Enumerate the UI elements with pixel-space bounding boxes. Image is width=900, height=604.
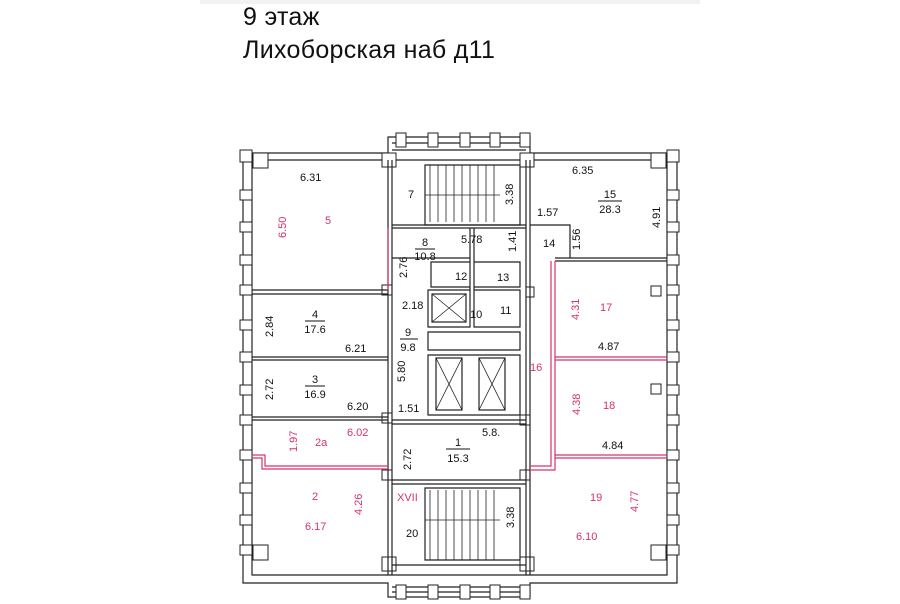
room-9-area: 9.8 xyxy=(400,342,415,354)
room-3-number: 3 xyxy=(312,374,318,386)
room-5-height: 6.50 xyxy=(277,217,289,238)
room-20-number: 20 xyxy=(406,528,418,540)
room-1-width: 5.8. xyxy=(482,427,500,439)
floor-title: 9 этаж xyxy=(243,3,320,31)
room-18-width: 4.84 xyxy=(602,440,623,452)
section-label: XVII xyxy=(397,492,418,504)
stairs xyxy=(425,165,500,560)
room-9-height: 5.80 xyxy=(396,361,408,382)
room-1-area: 15.3 xyxy=(447,453,468,465)
room-12-number: 12 xyxy=(455,271,467,283)
room-8-area: 10.8 xyxy=(414,251,435,263)
address-title: Лихоборская наб д11 xyxy=(243,36,496,64)
room-2-width: 6.17 xyxy=(305,521,326,533)
room-7-number: 7 xyxy=(408,189,414,201)
room-2a-width: 6.02 xyxy=(347,427,368,439)
elevators xyxy=(431,293,506,411)
room-10-number: 10 xyxy=(470,309,482,321)
room-2-number: 2 xyxy=(312,491,318,503)
columns xyxy=(239,132,680,600)
room-1-door-width: 1.51 xyxy=(398,403,419,415)
room-17-height: 4.31 xyxy=(570,299,582,320)
room-14-height: 1.56 xyxy=(571,229,583,250)
room-4-height: 2.84 xyxy=(264,316,276,337)
room-1-height: 2.72 xyxy=(402,449,414,470)
room-4-width: 6.21 xyxy=(345,343,366,355)
header-strip xyxy=(200,0,700,4)
room-17-width: 4.87 xyxy=(598,341,619,353)
room-3-height: 2.72 xyxy=(264,379,276,400)
room-15-width: 6.35 xyxy=(572,165,593,177)
room-15-height: 4.91 xyxy=(651,207,663,228)
room-15-area: 28.3 xyxy=(599,204,620,216)
room-11-number: 11 xyxy=(500,305,511,317)
room-20-height: 3.38 xyxy=(505,507,517,528)
room-5-width: 6.31 xyxy=(300,172,321,184)
outer-walls xyxy=(242,136,678,598)
room-8-width: 5.78 xyxy=(461,234,482,246)
stair-top-height: 3.38 xyxy=(504,184,516,205)
room-4-area: 17.6 xyxy=(304,324,325,336)
room-14-width: 1.57 xyxy=(537,207,558,219)
room-4-number: 4 xyxy=(312,309,318,321)
room-2a-number: 2a xyxy=(315,437,328,449)
room-8-height: 2.76 xyxy=(398,257,410,278)
room-19-height: 4.77 xyxy=(629,491,641,512)
room-18-height: 4.38 xyxy=(571,394,583,415)
room-16-number: 16 xyxy=(530,362,542,374)
room-14-number: 14 xyxy=(543,238,555,250)
room-5-number: 5 xyxy=(325,215,331,227)
room-3-area: 16.9 xyxy=(304,389,325,401)
room-3-width: 6.20 xyxy=(347,401,368,413)
room-13-number: 13 xyxy=(497,272,509,284)
interior-walls xyxy=(252,160,667,575)
room-1-number: 1 xyxy=(455,437,461,449)
room-8-number: 8 xyxy=(422,237,428,249)
room-15-number: 15 xyxy=(604,189,616,201)
room-2a-height: 1.97 xyxy=(288,431,300,452)
room-19-number: 19 xyxy=(590,492,602,504)
room-14-height-left: 1.41 xyxy=(507,231,519,252)
room-2-height: 4.26 xyxy=(353,494,365,515)
room-18-number: 18 xyxy=(603,400,615,412)
new-partitions xyxy=(252,228,667,471)
room-17-number: 17 xyxy=(600,302,612,314)
room-9-number: 9 xyxy=(405,327,411,339)
room-19-width: 6.10 xyxy=(576,531,597,543)
room-9-width: 2.18 xyxy=(402,300,423,312)
